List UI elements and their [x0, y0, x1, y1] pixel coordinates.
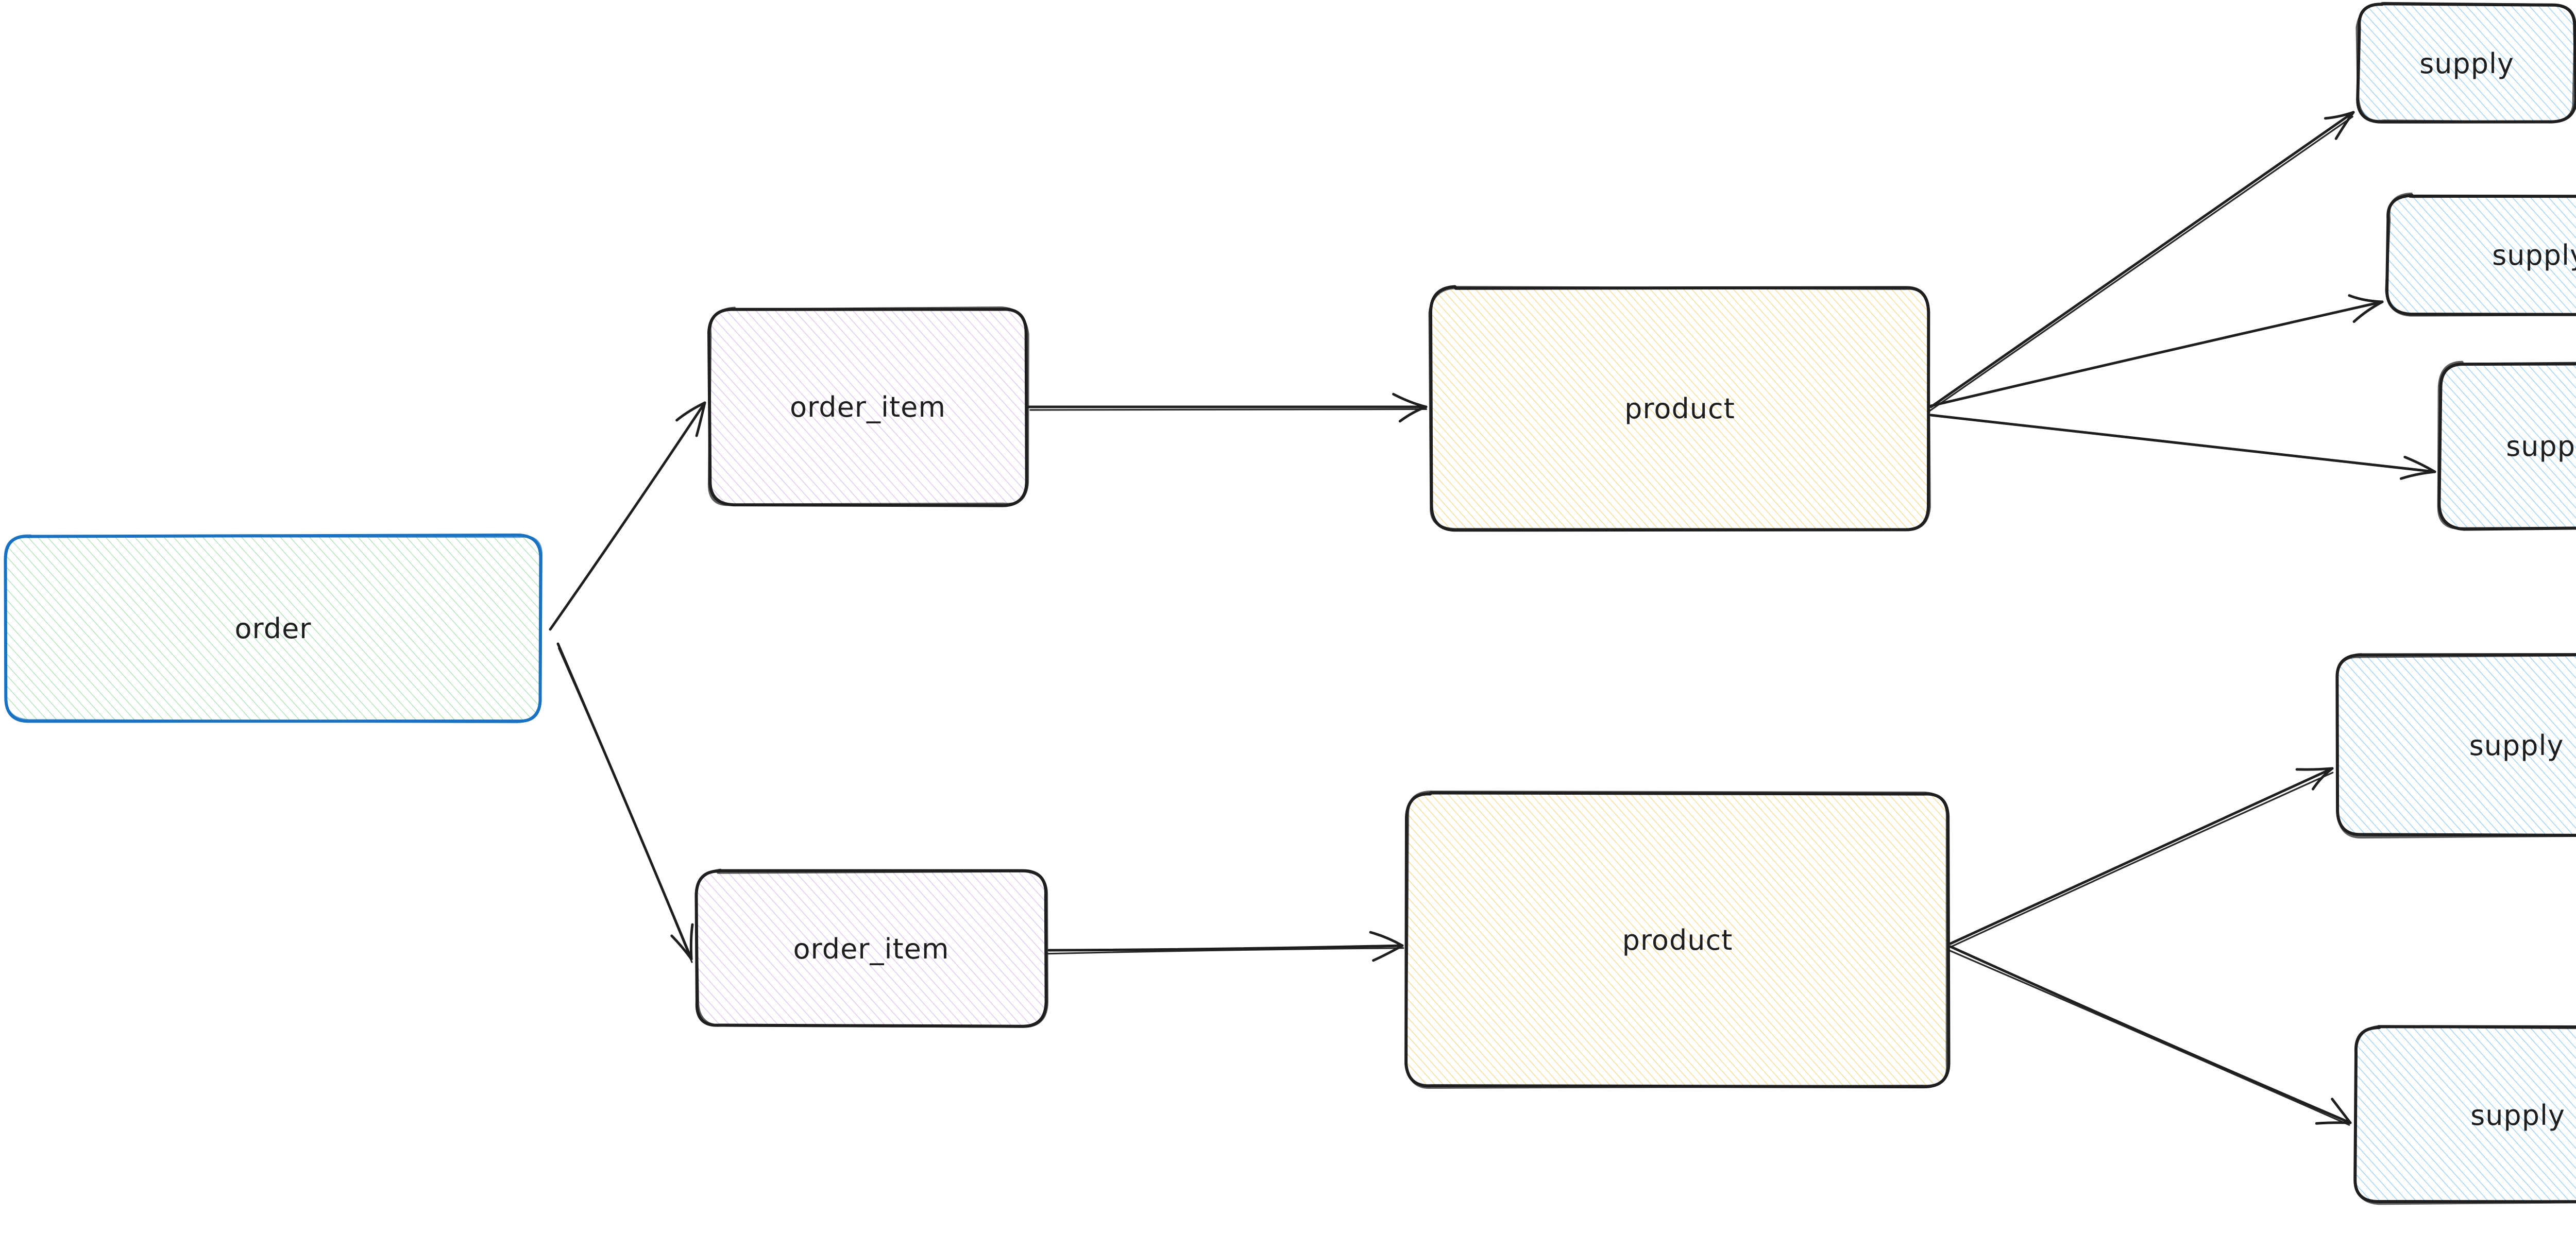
- node-outline: [4, 534, 543, 724]
- arrowhead-barb-0: [2315, 1121, 2352, 1125]
- node-fill: [696, 870, 1047, 1027]
- node-outline: [2355, 2, 2576, 124]
- node-supply_1[interactable]: [2355, 2, 2576, 124]
- node-fill: [4, 536, 541, 722]
- node-supply_5[interactable]: [2353, 1025, 2576, 1205]
- node-outline: [2437, 361, 2576, 530]
- node-outline: [2335, 654, 2576, 839]
- arrowhead-barb-0: [2352, 300, 2384, 323]
- node-outline: [1404, 790, 1948, 1089]
- node-fill: [2359, 3, 2576, 123]
- node-order[interactable]: [4, 533, 543, 724]
- arrowhead-barb-0: [695, 401, 706, 437]
- node-supply_4[interactable]: [2335, 653, 2576, 839]
- nodes-layer: [4, 2, 2576, 1205]
- edge-product_bottom-to-supply_5[interactable]: [1948, 945, 2352, 1126]
- node-outline: [1428, 286, 1931, 531]
- node-supply_3[interactable]: [2437, 361, 2576, 531]
- edge-order_item_top-to-product_top[interactable]: [1027, 392, 1428, 423]
- node-outline: [2353, 1025, 2576, 1205]
- node-fill: [2336, 654, 2576, 835]
- node-order_item_bottom[interactable]: [694, 868, 1048, 1028]
- arrowhead-barb-1: [1369, 931, 1404, 947]
- arrowhead-barb-0: [2334, 111, 2355, 140]
- edge-product_top-to-supply_2[interactable]: [1929, 294, 2384, 407]
- arrowhead-barb-1: [675, 401, 706, 422]
- arrowhead-barb-0: [1372, 944, 1404, 962]
- node-product_bottom[interactable]: [1404, 790, 1951, 1089]
- edge-order_item_bottom-to-product_bottom[interactable]: [1047, 931, 1404, 962]
- arrowhead-barb-0: [670, 934, 693, 961]
- arrowhead-barb-1: [2403, 455, 2436, 473]
- node-product_top[interactable]: [1428, 285, 1931, 532]
- arrowhead-barb-1: [689, 923, 694, 961]
- edge-order-to-order_item_bottom[interactable]: [556, 642, 694, 963]
- arrowhead-barb-0: [1398, 405, 1428, 423]
- edge-product_bottom-to-supply_4[interactable]: [1949, 767, 2334, 948]
- node-outline: [694, 868, 1048, 1028]
- node-fill: [709, 308, 1028, 506]
- node-order_item_top[interactable]: [707, 306, 1029, 507]
- edge-order-to-order_item_top[interactable]: [549, 401, 706, 631]
- node-fill: [2356, 1026, 2576, 1203]
- arrowhead-barb-1: [2295, 767, 2334, 771]
- node-fill: [2438, 364, 2576, 528]
- node-fill: [2386, 195, 2576, 314]
- arrowhead-barb-1: [1392, 392, 1428, 408]
- edges-layer: [549, 111, 2436, 1126]
- node-outline: [707, 306, 1029, 506]
- edge-product_top-to-supply_1[interactable]: [1928, 111, 2355, 413]
- arrowhead-barb-1: [2331, 1098, 2352, 1124]
- node-fill: [1430, 287, 1928, 529]
- node-fill: [1405, 793, 1948, 1087]
- node-outline: [2385, 192, 2576, 317]
- edge-product_top-to-supply_3[interactable]: [1929, 414, 2436, 480]
- node-supply_2[interactable]: [2385, 192, 2576, 317]
- arrowhead-barb-1: [2324, 111, 2355, 120]
- arrowhead-barb-0: [2399, 470, 2436, 480]
- arrowhead-barb-1: [2348, 294, 2384, 303]
